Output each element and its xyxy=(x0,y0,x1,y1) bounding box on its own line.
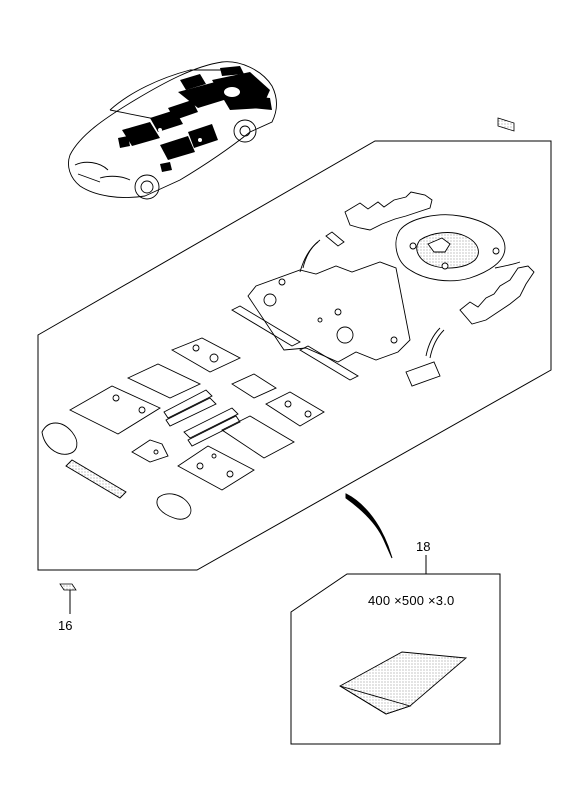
piece-bracket-strip-2 xyxy=(165,397,217,427)
piece-curved-strip-left xyxy=(302,239,321,269)
piece-pad-left-large xyxy=(69,385,161,435)
piece-pad-center-right xyxy=(265,391,325,427)
piece-right-curved-strip-3 xyxy=(425,327,441,357)
part-18-pad xyxy=(339,651,468,715)
car-pad-holes xyxy=(158,87,240,142)
piece-long-strip-left xyxy=(231,305,301,347)
piece-top-bracket xyxy=(344,191,433,231)
piece-top-bracket-slit-1 xyxy=(325,231,345,247)
piece-bracket-strip-4 xyxy=(187,415,241,447)
piece-right-curved-strip-2 xyxy=(429,329,445,359)
piece-oval-bottom xyxy=(156,493,192,520)
piece-small-rect-right xyxy=(405,361,441,387)
piece-pad-front-left xyxy=(177,445,255,491)
callout-number-16: 16 xyxy=(58,618,73,633)
piece-bracket-strip-3 xyxy=(183,407,239,439)
piece-stipple-rect-left xyxy=(65,459,127,499)
callout-number-18: 18 xyxy=(416,539,431,554)
piece-small-bracket xyxy=(131,439,169,463)
part-16-piece xyxy=(59,583,77,614)
small-part-top-right xyxy=(497,117,515,132)
arrow-to-part-18 xyxy=(345,493,393,559)
insulation-pieces xyxy=(41,191,535,520)
piece-tunnel-cover-inner xyxy=(416,232,479,269)
piece-bracket-strip-1 xyxy=(163,389,213,419)
piece-oval-left-front xyxy=(41,422,78,455)
piece-curved-strip-left-outer xyxy=(299,241,319,273)
piece-right-curved-strip xyxy=(494,261,521,269)
part-18-box xyxy=(290,555,501,745)
piece-pad-center-low xyxy=(221,415,295,459)
piece-right-bracket xyxy=(459,265,535,325)
pad-dimensions-label: 400 ×500 ×3.0 xyxy=(368,593,455,608)
piece-long-strip-center xyxy=(299,345,359,381)
piece-pad-rear xyxy=(126,363,202,399)
piece-pad-upper xyxy=(170,337,242,373)
piece-center-floor-panel xyxy=(247,261,411,363)
assembly-frame xyxy=(37,140,552,571)
car-insulation-pads xyxy=(118,66,272,172)
piece-tunnel-cover xyxy=(395,214,506,282)
piece-small-square xyxy=(231,373,277,399)
